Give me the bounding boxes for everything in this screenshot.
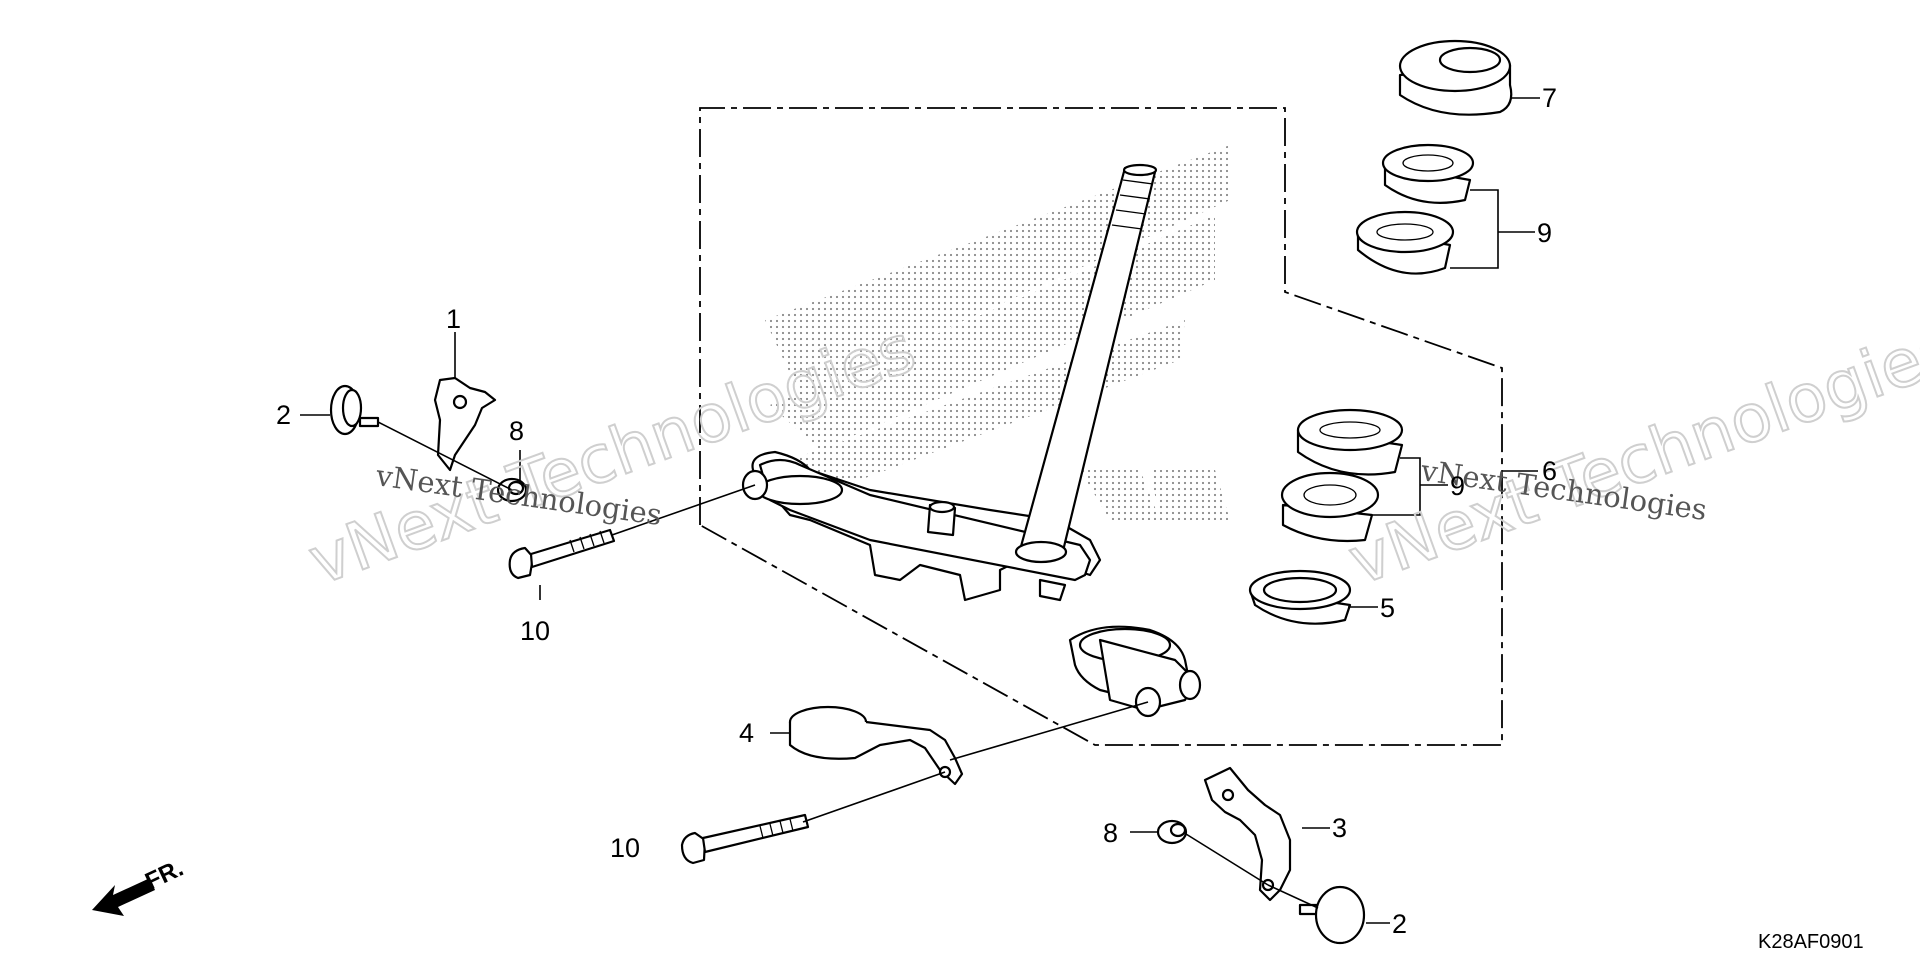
callout-numbers: 1 2 2 3 4 5 6 7 8 8 9 9 10 10 [276, 83, 1557, 939]
callout-3: 3 [1332, 813, 1347, 843]
lower-bearing-part-9 [1280, 408, 1404, 543]
band-bracket-part-4 [788, 705, 964, 786]
bolt-part-10a [508, 528, 616, 580]
callout-9-lower: 9 [1450, 471, 1465, 501]
nut-part-8a [496, 477, 528, 503]
dust-seal-part-5 [1248, 569, 1352, 625]
callout-4: 4 [739, 718, 754, 748]
callout-2-top: 2 [276, 400, 291, 430]
bracket-part-3 [1203, 766, 1292, 902]
callout-5: 5 [1380, 593, 1395, 623]
callout-10-lower: 10 [610, 833, 640, 863]
callout-9-upper: 9 [1537, 218, 1552, 248]
callout-7: 7 [1542, 83, 1557, 113]
callout-1: 1 [446, 304, 461, 334]
callout-2-bottom: 2 [1392, 909, 1407, 939]
grommet-part-2b [1298, 885, 1366, 945]
assembly-outline [699, 107, 1503, 746]
grommet-part-2a [329, 384, 380, 436]
front-arrow: FR. [92, 855, 188, 916]
callout-6: 6 [1542, 456, 1557, 486]
upper-bearing-part-9 [1355, 143, 1475, 275]
leader-lines [300, 97, 1540, 924]
callout-8-bottom: 8 [1103, 818, 1118, 848]
lock-nut-part-7 [1398, 39, 1513, 116]
callout-8-top: 8 [509, 416, 524, 446]
nut-part-8b [1156, 819, 1188, 845]
bracket-part-1 [433, 376, 497, 472]
diagram-code: K28AF0901 [1758, 931, 1864, 953]
steering-stem-part [741, 163, 1202, 718]
callout-10-upper: 10 [520, 616, 550, 646]
bolt-part-10b [680, 813, 810, 865]
